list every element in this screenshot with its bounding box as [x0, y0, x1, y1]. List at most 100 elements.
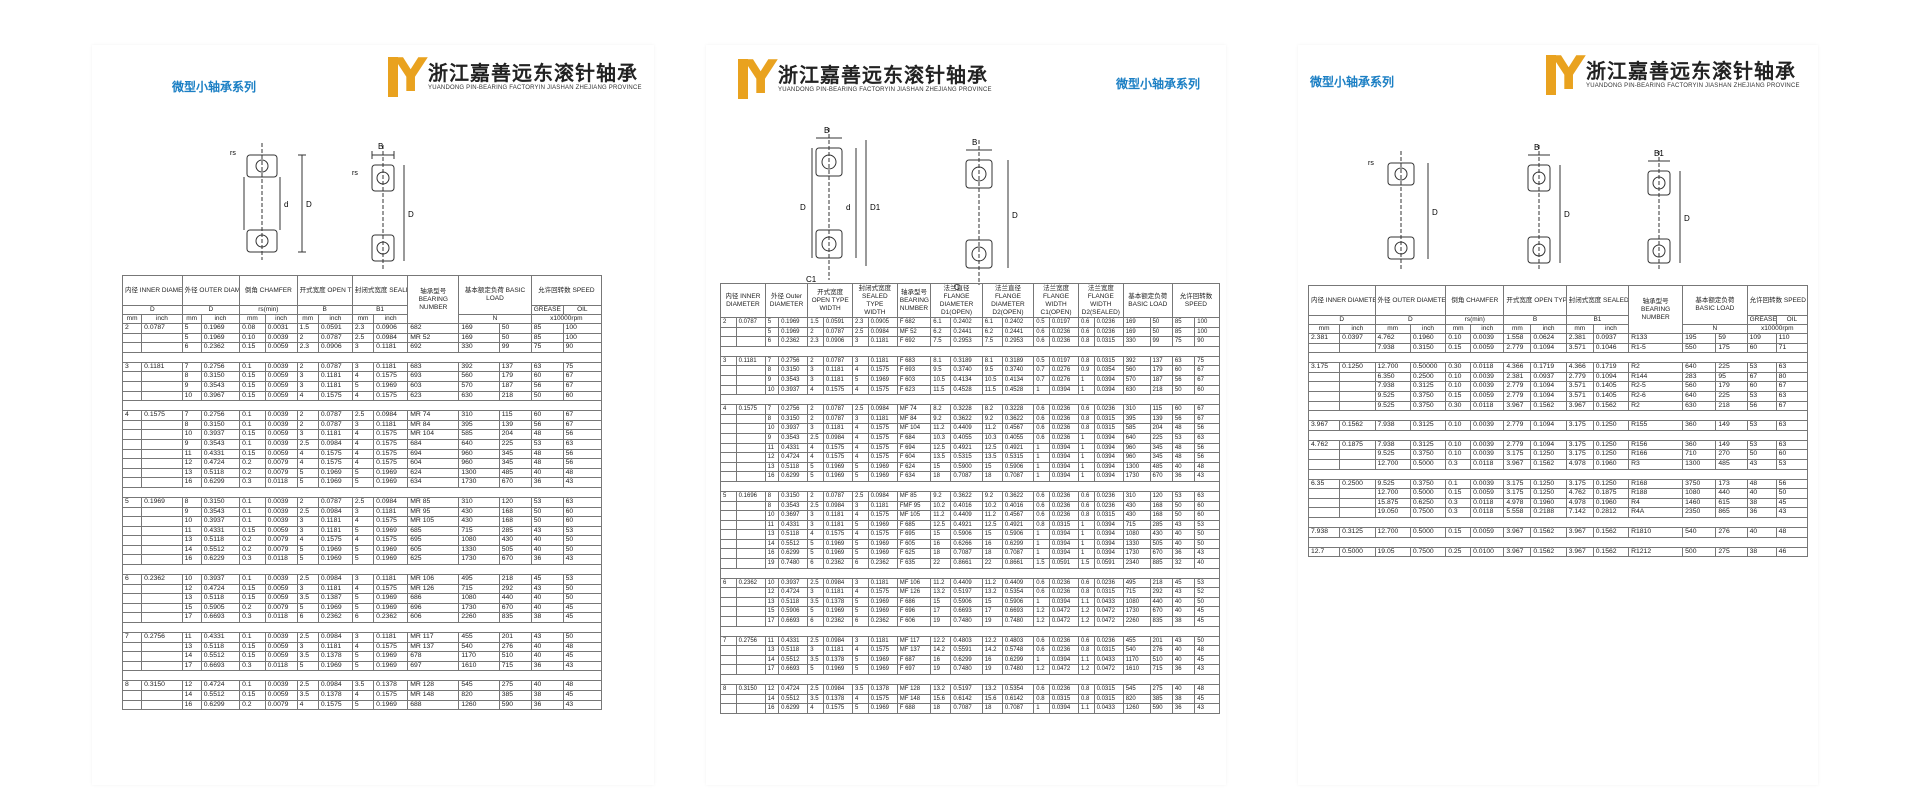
table-cell: 1 — [1077, 461, 1095, 473]
table-cell: 0.6299 — [200, 699, 241, 711]
unit-N: N — [458, 314, 532, 324]
table-cell: 1 — [1033, 596, 1050, 608]
table-cell: 0.0984 — [867, 326, 898, 338]
table-cell: 10.2 — [981, 500, 1003, 512]
table-cell: MR 148 — [407, 690, 460, 701]
table-cell: 48 — [562, 467, 603, 479]
table-cell: 53 — [530, 496, 564, 508]
table-cell: MF 128 — [896, 684, 932, 695]
table-cell: 0.1875 — [1592, 488, 1630, 499]
table-cell: 99 — [498, 342, 532, 353]
series-label: 微型小轴承系列 — [1116, 77, 1201, 91]
table-cell: 4 — [351, 429, 375, 440]
table-cell: 4.366 — [1503, 362, 1532, 373]
table-cell: 0.3740 — [950, 365, 983, 376]
table-cell: 0.1181 — [735, 355, 766, 367]
table-cell: 2 — [296, 496, 319, 508]
table-cell: 4.978 — [1503, 497, 1532, 509]
company-brand: Y 浙江嘉善远东滚针轴承 YUANDONG PIN-BEARING FACTOR… — [388, 51, 642, 99]
table-cell — [141, 419, 183, 431]
table-cell: 560 — [1122, 365, 1151, 376]
table-cell: 0.0100 — [1470, 546, 1505, 558]
table-cell: 40 — [1171, 654, 1196, 666]
header-chamfer: 倒角 CHAMFER — [239, 275, 298, 306]
table-cell: 7.938 — [1374, 439, 1411, 451]
table-cell: 13 — [764, 461, 780, 473]
table-cell: 0.1181 — [317, 525, 353, 537]
table-cell: 0.3622 — [1001, 490, 1035, 502]
table-cell: 0.0236 — [1048, 587, 1079, 598]
table-cell: 0.2953 — [950, 336, 983, 347]
table-cell: 0.6693 — [1001, 606, 1035, 618]
table-cell: 1.5 — [296, 323, 319, 334]
table-cell: 0.5197 — [950, 684, 983, 695]
table-cell: 0.5354 — [1001, 587, 1035, 598]
table-cell: 0.1250 — [1530, 488, 1567, 499]
spec-table: 内径 INNER DIAMETER 外径 OUTER DIAMETER 倒角 C… — [121, 275, 603, 711]
table-cell: 0.1181 — [822, 365, 853, 376]
table-cell: 865 — [1715, 507, 1748, 518]
table-cell: 0.3228 — [950, 404, 983, 415]
table-cell: 5 — [351, 699, 375, 711]
table-cell: 0.5512 — [200, 544, 241, 556]
table-cell — [141, 448, 183, 460]
table-cell: 835 — [498, 612, 532, 624]
table-cell: 2.3 — [851, 317, 869, 328]
table-cell: 0.0787 — [317, 332, 353, 344]
table-cell: 485 — [498, 467, 532, 479]
table-cell: 0.0276 — [1048, 365, 1079, 376]
table-cell: 50 — [498, 323, 532, 334]
table-cell: 16 — [981, 654, 1003, 666]
table-cell: 0.3150 — [778, 490, 809, 502]
table-cell: 0.0039 — [264, 680, 298, 691]
table-cell: 0.0118 — [264, 554, 298, 566]
table-cell: 0.1575 — [867, 510, 898, 521]
table-cell: 310 — [458, 410, 500, 421]
table-cell: 195 — [1682, 333, 1717, 344]
table-cell: 0.1969 — [373, 544, 409, 556]
header-outer-diameter: 外径 Outer DIAMETER — [764, 283, 809, 318]
table-cell: 590 — [498, 699, 532, 711]
table-cell: 0.1696 — [735, 490, 766, 502]
table-cell: 715 — [1122, 519, 1151, 531]
table-cell: 75 — [1171, 336, 1196, 347]
table-cell: 0.0059 — [264, 583, 298, 595]
table-cell: 0.0118 — [1470, 507, 1505, 518]
table-cell — [1307, 458, 1341, 470]
table-cell: 670 — [1149, 606, 1173, 618]
table-cell: 0.4055 — [950, 432, 983, 444]
table-cell: 48 — [1171, 452, 1196, 463]
table-cell: R2-5 — [1628, 381, 1684, 392]
table-cell: MR 128 — [407, 680, 460, 691]
table-cell: 8.2 — [981, 404, 1003, 415]
svg-text:rs: rs — [1368, 160, 1374, 167]
table-cell: MF 117 — [896, 635, 932, 647]
table-cell: 13.5 — [930, 452, 952, 463]
table-cell: 0.5000 — [1409, 526, 1447, 538]
group-gap — [1308, 352, 1808, 364]
table-cell — [735, 326, 766, 338]
table-cell: 0.0787 — [822, 413, 853, 425]
table-cell: 495 — [1122, 577, 1151, 589]
header-open-width: 开式宽度 OPEN TYPE WIDTH — [807, 283, 853, 318]
table-cell: 10.5 — [981, 374, 1003, 386]
table-cell: 1080 — [1122, 529, 1151, 540]
table-cell: 0.6 — [1077, 317, 1095, 328]
table-cell: 0.3750 — [1409, 478, 1447, 490]
table-cell: 510 — [498, 651, 532, 662]
table-cell: 2.5 — [807, 432, 824, 444]
table-cell: 0.4331 — [778, 635, 809, 647]
table-cell: 10 — [764, 510, 780, 521]
table-cell: 0.4409 — [950, 423, 983, 434]
table-cell: 0.1969 — [373, 554, 409, 566]
table-cell — [121, 660, 143, 672]
table-cell: 0.1562 — [1530, 458, 1567, 470]
table-cell: 1 — [1077, 519, 1095, 531]
table-cell: 10 — [181, 516, 202, 527]
table-cell: 6 — [351, 612, 375, 624]
table-cell: 67 — [1194, 365, 1220, 376]
